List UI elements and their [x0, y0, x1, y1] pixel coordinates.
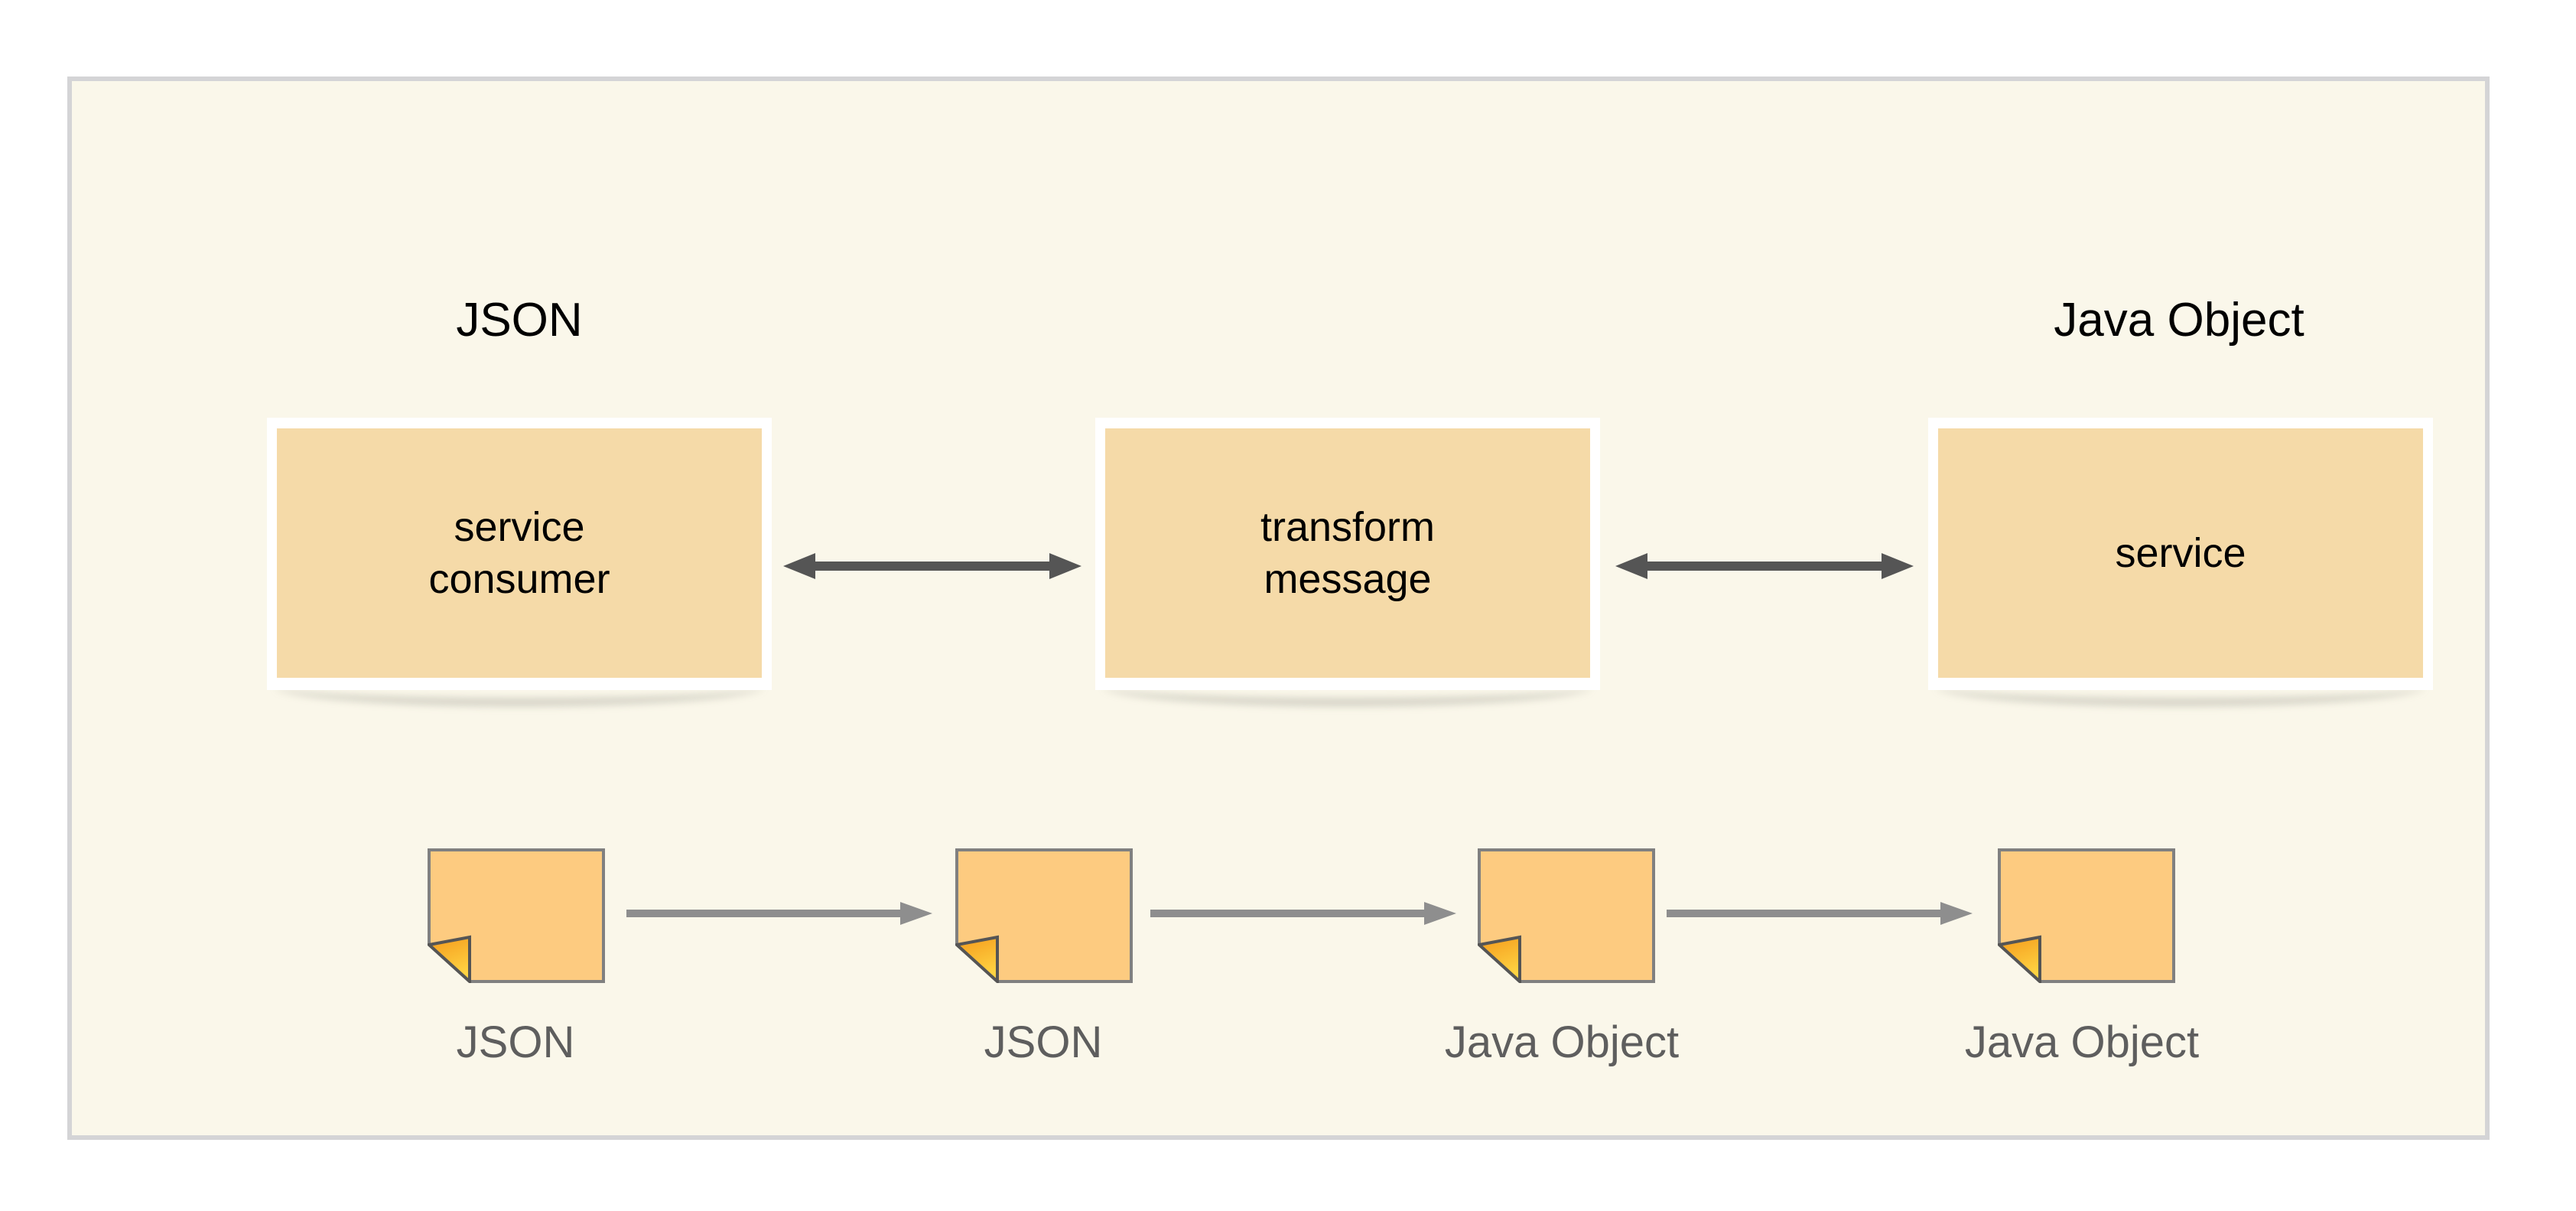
note-document-icon[interactable]: [953, 848, 1133, 985]
double-arrow-icon: [783, 553, 1081, 579]
process-box-service[interactable]: service: [1928, 418, 2433, 706]
arrow-right-icon: [1667, 902, 1973, 925]
note-caption: Java Object: [1964, 1017, 2200, 1067]
note-caption: JSON: [984, 1017, 1103, 1067]
box-fill: service: [1938, 428, 2423, 678]
box-shadow: [275, 435, 764, 706]
note-document-icon[interactable]: [425, 848, 605, 985]
double-arrow-icon: [1615, 553, 1914, 579]
arrow-right-icon: [1150, 902, 1456, 925]
box-label: transform message: [1260, 503, 1436, 602]
box-label: service: [2115, 529, 2246, 576]
arrow-right-icon: [626, 902, 932, 925]
box-fill: service consumer: [277, 428, 762, 678]
top-label-json: JSON: [456, 294, 583, 347]
box-shadow: [1103, 435, 1592, 706]
box-label: service consumer: [428, 503, 610, 602]
note-document-icon[interactable]: [1475, 848, 1655, 985]
box-frame: service: [1928, 418, 2433, 690]
diagram-frame: JSON Java Object service consumer transf…: [67, 77, 2490, 1140]
box-frame: service consumer: [267, 418, 772, 690]
top-label-java-object: Java Object: [2054, 294, 2304, 347]
note-document-icon[interactable]: [1995, 848, 2175, 985]
process-box-transform-message[interactable]: transform message: [1095, 418, 1600, 706]
process-box-service-consumer[interactable]: service consumer: [267, 418, 772, 706]
box-fill: transform message: [1105, 428, 1590, 678]
note-caption: Java Object: [1444, 1017, 1680, 1067]
box-shadow: [1936, 435, 2425, 706]
note-caption: JSON: [456, 1017, 575, 1067]
box-frame: transform message: [1095, 418, 1600, 690]
